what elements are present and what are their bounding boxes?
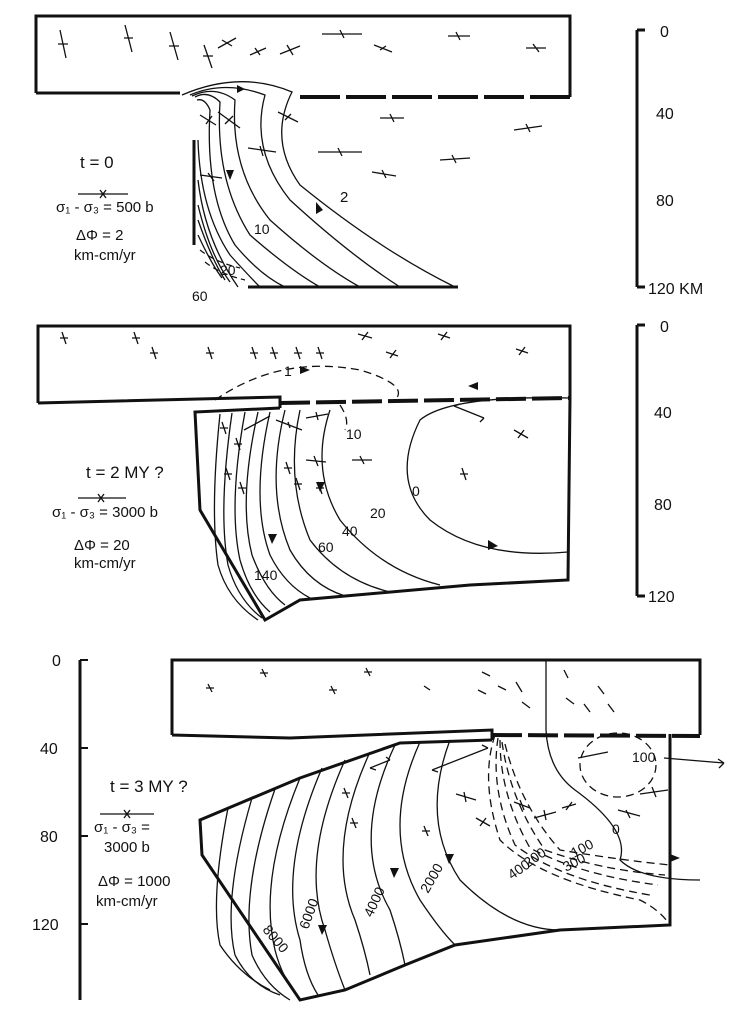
panel-2-contour-label-140: 140 [254,567,278,583]
panel-3: t = 3 MY ? σ₁ - σ₃ = 3000 b ΔΦ = 1000 km… [32,653,725,1002]
panel-2-depth-tick-80: 80 [654,497,672,514]
panel-2: t = 2 MY ? σ₁ - σ₃ = 3000 b ΔΦ = 20 km-c… [36,319,675,623]
panel-2-flow-arrow [268,534,277,544]
panel-3-flowlines [215,660,701,1001]
panel-1-dashed-contours [199,249,246,281]
panel-2-tension-arrows [243,403,485,431]
panel-3-depth-tick-80: 80 [40,829,58,846]
panel-2-dashed-flowlines [214,365,400,431]
panel-2-stress-label: σ₁ - σ₃ = 3000 b [52,504,158,521]
panel-1-phi-label: ΔΦ = 2 [76,227,123,244]
panel-3-contour-label-100-circle: 100 [632,749,656,765]
panel-1-stress-label: σ₁ - σ₃ = 500 b [56,199,154,216]
panel-1-contour-label-2: 2 [340,189,348,206]
panel-3-tension-arrows [369,744,725,773]
panel-1-slab-edge [192,140,458,289]
panel-2-contour-label-1: 1 [284,363,292,379]
panel-1-stress-symbols [58,24,546,182]
panel-1-contour-label-60: 60 [192,288,208,304]
panel-3-depth-tick-120: 120 [32,917,59,934]
panel-2-flowlines [213,397,571,621]
panel-3-depth-scale: 0 40 80 120 [32,653,88,1000]
panel-1-contour-label-20: 20 [220,262,236,278]
panel-1-depth-tick-120: 120 KM [648,281,703,298]
panel-1-flow-arrow [237,85,245,93]
panel-3-stress-key [100,809,154,819]
panel-1-flow-arrow [226,170,234,180]
panel-2-contour-label-60: 60 [318,539,334,555]
panel-3-contour-label-0: 0 [612,821,620,837]
panel-1-stress-key [78,189,128,199]
panel-2-flow-arrow [488,540,498,550]
panel-3-dashed-contours [487,732,671,926]
panel-2-phi-label: ΔΦ = 20 [74,537,130,554]
panel-2-stress-key [78,493,126,503]
panel-1-units-label: km-cm/yr [74,247,136,264]
panel-1: t = 0 σ₁ - σ₃ = 500 b ΔΦ = 2 km-cm/yr 2 … [34,14,703,304]
panel-3-units-label: km-cm/yr [96,893,158,910]
panel-1-contour-label-10: 10 [254,221,270,237]
panel-3-flow-arrow [670,854,680,862]
panel-2-contour-label-0: 0 [412,483,420,499]
panel-1-depth-tick-0: 0 [660,24,669,41]
panel-3-depth-tick-0: 0 [52,653,61,670]
panel-3-stress-symbols [206,667,669,837]
panel-3-plate-boundary [491,733,701,738]
panel-3-slab-outline [198,734,672,1002]
panel-2-stress-symbols [60,331,529,495]
panel-2-plate-boundary [279,396,571,405]
panel-1-depth-tick-40: 40 [656,106,674,123]
panel-2-depth-tick-120: 120 [648,589,675,606]
panel-1-flow-arrow [316,202,323,214]
panel-1-flowlines [181,81,456,288]
panel-1-depth-tick-80: 80 [656,193,674,210]
panel-3-flow-arrow [390,868,399,878]
panel-3-depth-tick-40: 40 [40,741,58,758]
panel-3-stress-label: σ₁ - σ₃ = [94,819,150,836]
panel-2-depth-tick-40: 40 [654,405,672,422]
panel-2-contour-label-40: 40 [342,523,358,539]
panel-2-flow-arrow [300,366,310,374]
panel-2-depth-tick-0: 0 [660,319,669,336]
panel-2-overriding-plate [36,324,572,408]
panel-3-time-label: t = 3 MY ? [110,777,188,796]
panel-1-depth-scale: 0 40 80 120 KM [635,24,703,298]
panel-2-contour-label-10: 10 [346,426,362,442]
panel-3-contour-label-4000: 4000 [360,884,388,919]
panel-3-flow-arrow [318,925,327,935]
panel-3-stress-value: 3000 b [104,839,150,856]
panel-3-contour-label-2000: 2000 [417,860,447,895]
panel-3-phi-label: ΔΦ = 1000 [98,873,170,890]
panel-3-contour-label-8000: 8000 [260,922,292,956]
panel-3-flow-arrow [445,854,454,864]
panel-2-slab-outline [193,397,572,623]
panel-2-flow-arrow [468,382,478,390]
panel-2-contour-label-20: 20 [370,505,386,521]
panel-2-time-label: t = 2 MY ? [86,463,164,482]
panel-1-time-label: t = 0 [80,153,114,172]
panel-2-depth-scale: 0 40 80 120 [635,319,675,606]
panel-3-overriding-plate [170,658,702,740]
panel-2-units-label: km-cm/yr [74,555,136,572]
panel-3-contour-label-6000: 6000 [296,896,322,931]
panel-1-overriding-plate [34,14,572,97]
